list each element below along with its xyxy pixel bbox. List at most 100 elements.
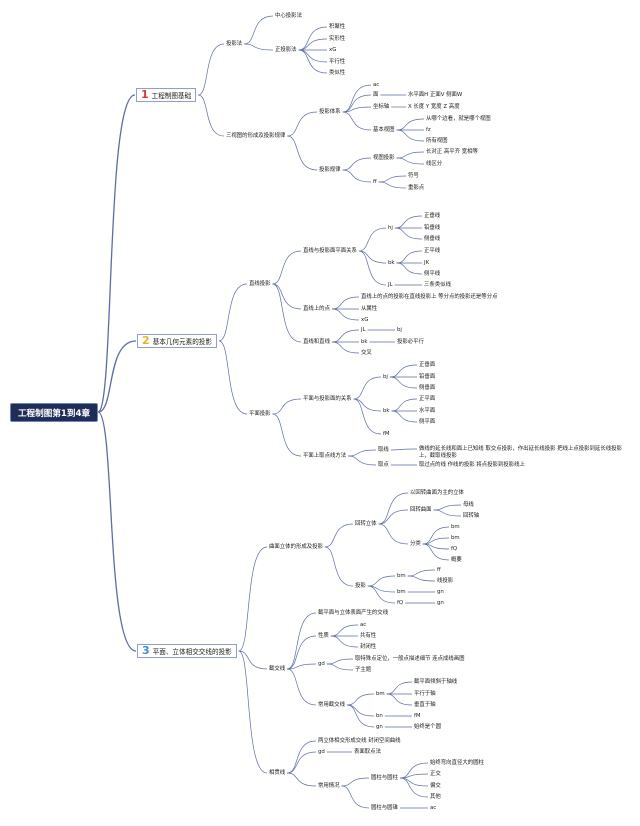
node-b2b2[interactable]: 取点 — [378, 461, 389, 468]
node-a2b2a[interactable]: 符号 — [408, 172, 419, 179]
node-b1a1[interactable]: hj — [388, 224, 393, 231]
node-d2d2a[interactable]: fM — [414, 712, 421, 719]
node-d3c[interactable]: 常用情况 — [318, 782, 340, 789]
node-b2a1b[interactable]: 铅垂面 — [419, 373, 436, 380]
node-b1a[interactable]: 直线与投影面平面关系 — [303, 247, 357, 254]
node-d1b2a[interactable]: gn — [437, 588, 444, 595]
node-d2a[interactable]: 截平面与立体表面产生的交线 — [318, 609, 389, 616]
node-a1b1[interactable]: 积聚性 — [329, 23, 346, 30]
node-b1b[interactable]: 直线上的点 — [303, 305, 330, 312]
node-a2a4b[interactable]: fz — [426, 126, 431, 133]
node-a2a2[interactable]: 面 — [373, 91, 379, 98]
node-b1c2[interactable]: bk — [361, 338, 368, 345]
node-a2a4[interactable]: 基本视图 — [373, 126, 395, 133]
node-b1a2c[interactable]: 侧平线 — [424, 270, 441, 277]
node-d3c1d[interactable]: 其他 — [430, 793, 441, 800]
node-d2d1c[interactable]: 垂直于轴 — [414, 701, 436, 708]
node-a1b5[interactable]: 类似性 — [329, 69, 346, 76]
node-a2b1[interactable]: 视图投影 — [373, 154, 395, 161]
node-d3c2a[interactable]: ac — [430, 804, 437, 811]
node-d3c1[interactable]: 圆柱与圆柱 — [371, 774, 398, 781]
node-b1b1[interactable]: 直线上的点的投影在直线投影上 等分点的投影还是等分点 — [361, 293, 498, 300]
node-b1a2b[interactable]: JK — [424, 259, 430, 266]
node-b2[interactable]: 平面投影 — [249, 410, 271, 417]
node-b1c1a[interactable]: bj — [397, 326, 402, 333]
node-d1b1[interactable]: bm — [397, 572, 406, 579]
node-b2a[interactable]: 平面与投影面的关系 — [303, 395, 352, 402]
node-b2b[interactable]: 平面上取点线方法 — [303, 452, 347, 459]
node-d1b1a[interactable]: ff — [437, 566, 441, 573]
node-a2a1[interactable]: ac — [373, 81, 380, 88]
node-b1a1b[interactable]: 铅垂线 — [424, 224, 441, 231]
node-d3b1[interactable]: 表面取点法 — [354, 748, 381, 755]
node-a2a3[interactable]: 坐标轴 — [373, 103, 390, 110]
node-d1a3c[interactable]: fQ — [451, 545, 458, 552]
node-d1a2a[interactable]: 母线 — [463, 501, 474, 508]
node-b2a2c[interactable]: 侧平面 — [419, 418, 436, 425]
node-a1b3[interactable]: xG — [329, 46, 337, 53]
node-a1b2[interactable]: 实形性 — [329, 35, 346, 42]
node-b2b1a[interactable]: 做线的延长线和面上已知线 取交点投影，作出延长线投影 把线上点投影到延长线投影上… — [419, 445, 622, 459]
node-a2b2b[interactable]: 重影点 — [408, 184, 425, 191]
node-d3c1c[interactable]: 偏交 — [430, 782, 441, 789]
node-d2b2[interactable]: 共有性 — [360, 632, 377, 639]
node-d3c1b[interactable]: 正交 — [430, 770, 441, 777]
node-d3[interactable]: 相贯线 — [269, 769, 286, 776]
node-a2b2[interactable]: ff — [373, 178, 377, 185]
node-d1a3[interactable]: 分类 — [410, 540, 421, 547]
node-d1b3a[interactable]: gn — [437, 599, 444, 606]
node-b2a1[interactable]: bj — [383, 373, 388, 380]
node-b1c2a[interactable]: 投影必平行 — [397, 338, 424, 345]
node-b2a1c[interactable]: 侧垂面 — [419, 384, 436, 391]
node-d2d1b[interactable]: 平行于轴 — [414, 690, 436, 697]
node-b1a1c[interactable]: 侧垂线 — [424, 235, 441, 242]
node-d1a3b[interactable]: bm — [451, 534, 460, 541]
node-d1b1b[interactable]: 线投影 — [437, 577, 454, 584]
node-d2c[interactable]: gd — [318, 660, 325, 667]
node-d1b3[interactable]: fQ — [397, 599, 404, 606]
node-a2b1b[interactable]: 线区分 — [426, 160, 443, 167]
node-a2a[interactable]: 投影体系 — [319, 108, 341, 115]
node-b1b3[interactable]: xG — [361, 316, 369, 323]
node-b1b2[interactable]: 从属性 — [361, 305, 378, 312]
node-d2c2[interactable]: 子主题 — [355, 666, 372, 673]
node-a2a4c[interactable]: 所有视图 — [426, 137, 448, 144]
node-d2d2[interactable]: bn — [376, 712, 383, 719]
node-d2d3a[interactable]: 始终是个圆 — [414, 723, 441, 730]
node-d1a2b[interactable]: 回转轴 — [463, 512, 480, 519]
node-d1a1[interactable]: 以回转曲面为主的立体 — [410, 489, 464, 496]
node-b2a3[interactable]: fM — [383, 430, 390, 437]
node-d1a[interactable]: 回转立体 — [355, 520, 377, 527]
node-b1a3[interactable]: JL — [388, 281, 393, 288]
node-b2a2[interactable]: bk — [383, 407, 390, 414]
node-d2[interactable]: 截交线 — [269, 665, 286, 672]
node-b1a2a[interactable]: 正平线 — [424, 247, 441, 254]
node-d3a[interactable]: 两立体相交形成交线 封闭空间曲线 — [318, 737, 401, 744]
root-node[interactable]: 工程制图第1到4章 — [10, 403, 98, 422]
node-d2d3[interactable]: gn — [376, 723, 383, 730]
node-d1a3d[interactable]: 概要 — [451, 556, 462, 563]
node-b1a2[interactable]: bk — [388, 259, 395, 266]
node-d1b2[interactable]: bm — [397, 588, 406, 595]
node-d2b[interactable]: 性质 — [318, 632, 329, 639]
node-d1b[interactable]: 投影 — [355, 582, 366, 589]
node-b2b2a[interactable]: 取过点的线 作线的投影 将点投影到投影线上 — [419, 461, 525, 468]
node-a2[interactable]: 三视图的形成及投影规律 — [226, 132, 286, 139]
node-b2a1a[interactable]: 正垂面 — [419, 361, 436, 368]
node-b2a2b[interactable]: 水平面 — [419, 407, 436, 414]
node-b1c[interactable]: 直线和直线 — [303, 338, 330, 345]
node-d1a2[interactable]: 回转曲面 — [410, 506, 432, 513]
node-d2d1a[interactable]: 截平面倾斜于轴线 — [414, 678, 458, 685]
node-d3b[interactable]: gd — [318, 748, 325, 755]
node-d3c1a[interactable]: 始终弯向直径大的圆柱 — [430, 759, 484, 766]
node-a1b4[interactable]: 平行性 — [329, 58, 346, 65]
node-a2b[interactable]: 投影规律 — [319, 166, 341, 173]
node-b1c1[interactable]: JL — [361, 326, 366, 333]
node-d2c1[interactable]: 取特殊点定位，一般点描述细节 连点成线画图 — [355, 655, 465, 662]
node-a2a4a[interactable]: 从哪个边看，就是哪个视图 — [426, 115, 491, 122]
node-d1a3a[interactable]: bm — [451, 523, 460, 530]
node-b1c3[interactable]: 交叉 — [361, 349, 372, 356]
